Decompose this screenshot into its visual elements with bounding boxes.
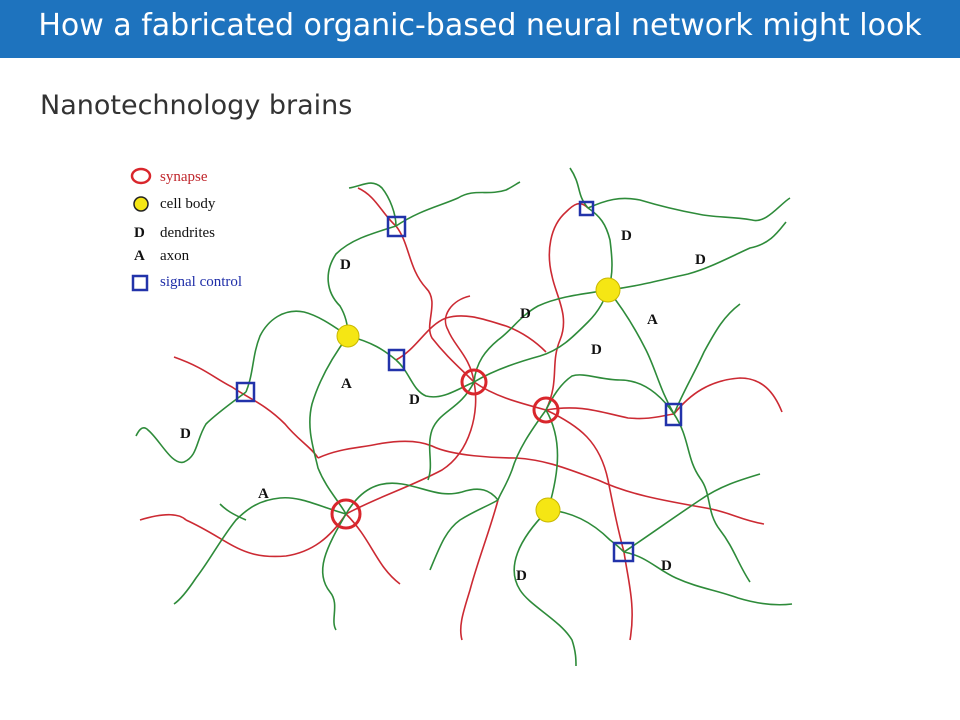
dendrite-path [545,409,559,511]
dendrite-path [348,182,397,227]
axon-path [317,440,765,525]
axon-path [623,551,633,641]
axon-label: A [341,376,352,392]
legend-synapse-label: synapse [160,169,208,185]
axon-path [357,187,475,383]
dendrite-label: D [520,306,531,322]
dendrite-path [497,409,547,501]
dendrite-label: D [180,426,191,442]
dendrite-path [321,513,347,631]
dendrite-label: D [621,228,632,244]
axon-path [673,377,783,415]
axon-path [545,202,589,411]
axon-path [545,409,625,553]
signal-control-node [386,215,407,238]
signal-control-node [235,381,256,403]
dendrite-path [587,207,613,291]
legend: synapse cell body D dendrites A axon sig… [130,167,242,292]
dendrite-label: D [340,257,351,273]
signal-control-node [612,541,635,563]
dendrite-path [135,391,247,463]
legend-cell-body-icon [133,196,149,212]
dendrite-path [395,359,475,398]
legend-synapse-icon [130,167,152,185]
dendrite-path [547,509,625,553]
signal-control-node [578,200,595,217]
axon-path [185,513,347,558]
dendrite-path [473,289,609,383]
axon-path [395,315,547,361]
dendrite-path [427,381,475,481]
cell-body-node [535,497,561,523]
dendrite-label: D [695,252,706,268]
axon-path [139,513,187,521]
legend-dendrites-symbol: D [134,225,145,241]
axon-paths [139,187,783,641]
dendrite-path [513,509,577,667]
axon-label: A [647,312,658,328]
axon-path [473,381,547,411]
dendrite-path [473,289,609,383]
dendrite-path [587,197,791,222]
axon-path [459,499,499,641]
synapse-node [532,396,560,424]
dendrite-path [607,289,675,415]
axon-path [545,407,675,420]
synapse-node [460,368,488,396]
dendrite-path [607,221,787,291]
signal-control-node [387,348,406,372]
dendrite-path [327,225,397,337]
legend-cell-body-label: cell body [160,196,216,212]
signal-controls [235,200,683,563]
title-bar: How a fabricated organic-based neural ne… [0,0,960,58]
dendrite-path [219,503,247,521]
synapses [330,368,560,530]
axon-label: A [258,486,269,502]
dendrite-path [673,413,751,583]
legend-dendrites-label: dendrites [160,225,215,241]
slide-subtitle: Nanotechnology brains [40,90,353,121]
dendrite-path [173,496,347,605]
dendrite-label: D [591,342,602,358]
dendrite-path [429,499,499,571]
diagram-labels: D D D D D D D D D A A A [180,228,706,584]
legend-axon-symbol: A [134,248,145,264]
slide-title: How a fabricated organic-based neural ne… [38,8,922,43]
dendrite-path [395,181,521,227]
dendrite-path [623,551,793,606]
signal-control-node [664,402,683,427]
cell-bodies [336,277,621,523]
axon-path [345,381,477,515]
synapse-node [330,498,362,530]
cell-body-node [336,324,360,348]
dendrite-path [569,167,589,209]
dendrite-path [545,374,675,415]
axon-path [173,356,319,459]
dendrite-path [623,473,761,553]
dendrite-path [245,310,349,393]
dendrite-label: D [409,392,420,408]
legend-signal-control-label: signal control [160,274,242,290]
dendrite-label: D [661,558,672,574]
legend-axon-label: axon [160,248,190,264]
dendrite-label: D [516,568,527,584]
dendrite-path [673,303,741,415]
dendrite-paths [135,167,793,667]
dendrite-path [309,335,349,515]
axon-path [444,295,475,383]
axon-path [345,513,401,585]
dendrite-path [345,482,499,515]
legend-signal-control-icon [131,274,149,292]
cell-body-node [595,277,621,303]
